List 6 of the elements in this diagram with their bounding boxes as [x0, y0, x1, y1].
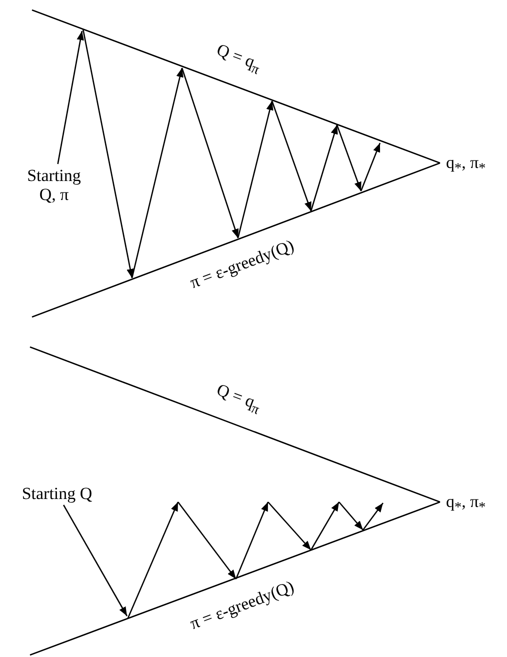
start-label: Starting Q, π	[18, 166, 90, 204]
arrow	[57, 30, 84, 164]
convergence-label: q$_{*}$, π$_{*}$	[446, 153, 486, 178]
start-label: Starting Q	[12, 484, 102, 503]
convergence-label: q$_{*}$, π$_{*}$	[446, 492, 486, 518]
arrow	[63, 504, 128, 616]
